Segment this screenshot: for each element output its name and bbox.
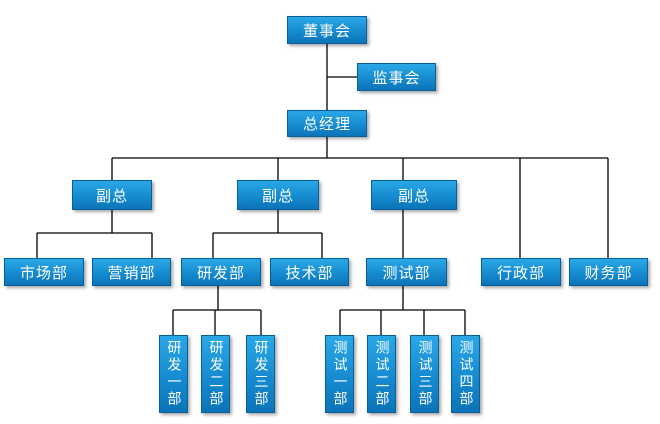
rnd3-box: 研发三部 [246,335,275,413]
rnd-box: 研发部 [181,258,261,286]
test2-box: 测试二部 [367,335,396,413]
testing-box: 测试部 [366,258,447,286]
test1-box: 测试一部 [325,335,354,413]
rnd2-box: 研发二部 [201,335,230,413]
sales-box: 营销部 [92,258,171,286]
test4-box: 测试四部 [451,335,480,413]
board-box: 董事会 [287,16,367,44]
finance-box: 财务部 [569,258,648,286]
vp3-box: 副总 [371,180,457,210]
vp1-box: 副总 [72,180,152,210]
tech-box: 技术部 [270,258,349,286]
marketing-box: 市场部 [4,258,84,286]
admin-box: 行政部 [481,258,561,286]
vp2-box: 副总 [237,180,319,210]
gm-box: 总经理 [287,110,367,137]
test3-box: 测试三部 [410,335,439,413]
supervisors-box: 监事会 [357,63,436,91]
rnd1-box: 研发一部 [159,335,188,413]
